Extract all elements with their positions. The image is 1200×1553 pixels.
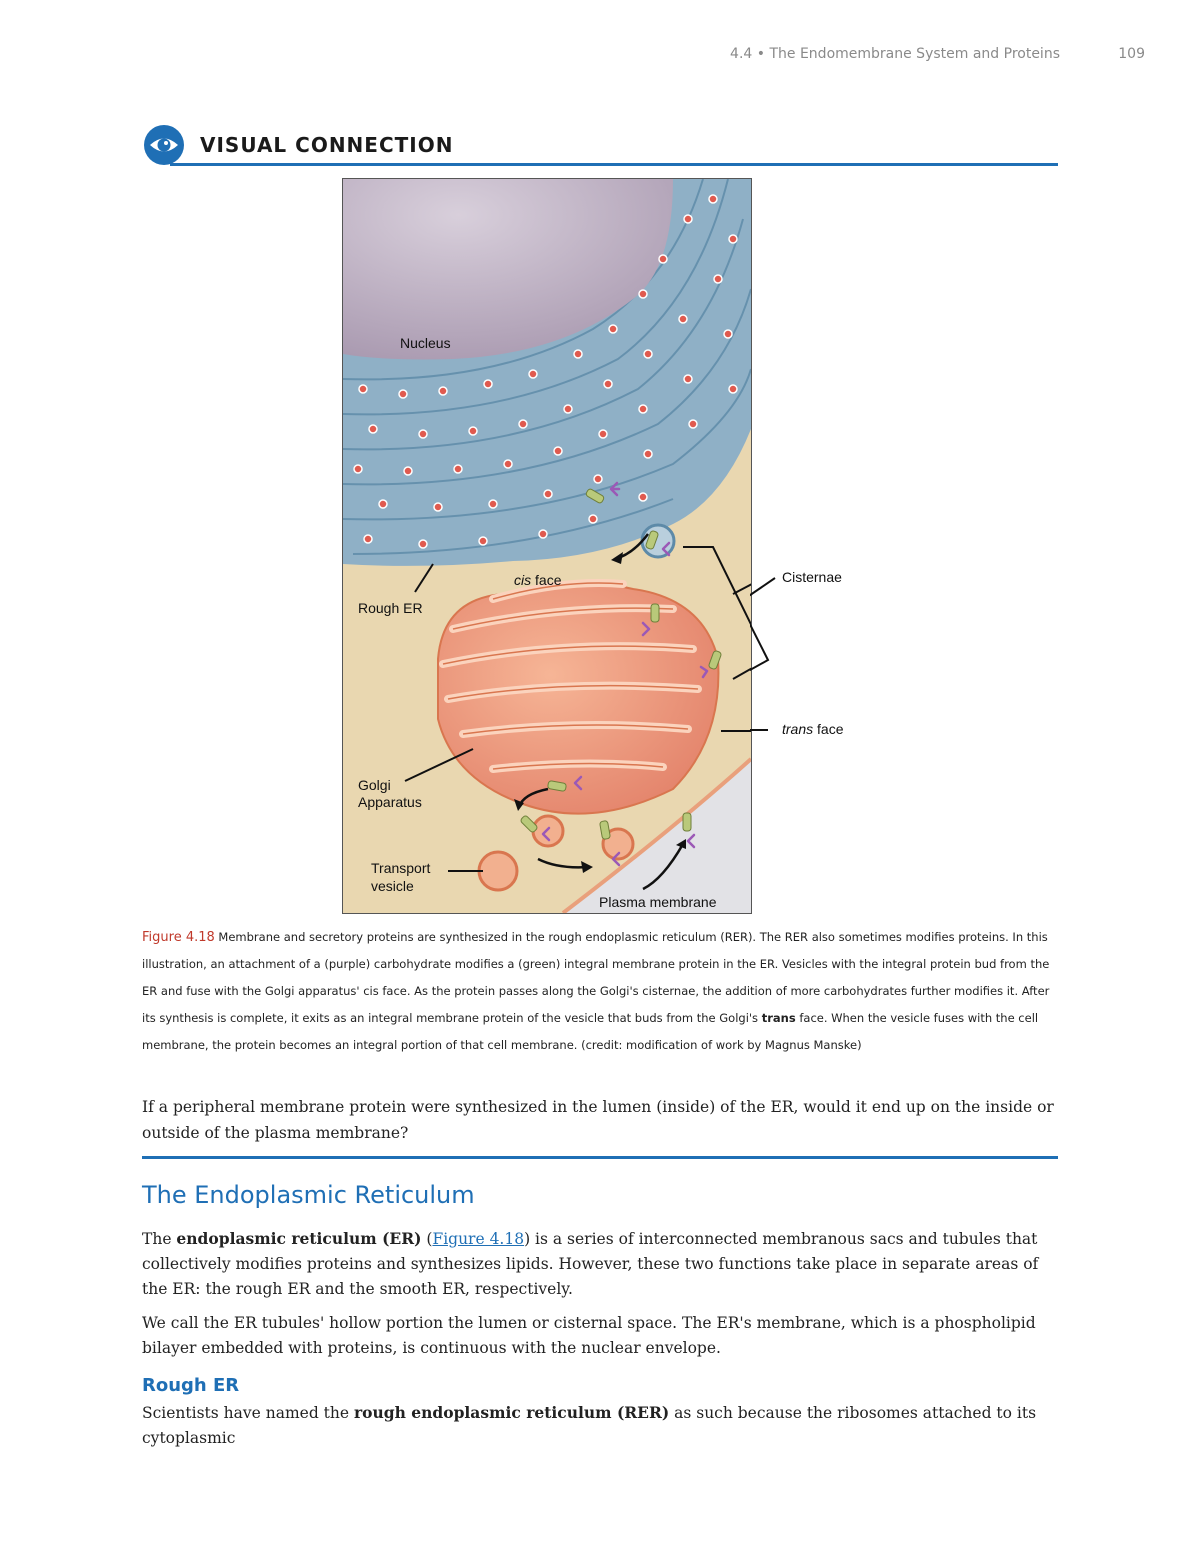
term-rough-er: rough endoplasmic reticulum (RER) xyxy=(354,1403,670,1422)
subsection-title: Rough ER xyxy=(142,1375,240,1396)
label-rough-er: Rough ER xyxy=(358,600,423,616)
figure-caption-trans: trans xyxy=(761,1011,796,1025)
running-title: 4.4 • The Endomembrane System and Protei… xyxy=(730,46,1060,62)
figure-link[interactable]: Figure 4.18 xyxy=(432,1230,525,1248)
figure-outside-labels: Cisternae trans face xyxy=(750,569,844,737)
label-plasma-membrane: Plasma membrane xyxy=(599,894,717,910)
term-endoplasmic-reticulum: endoplasmic reticulum (ER) xyxy=(176,1229,422,1248)
section-title: The Endoplasmic Reticulum xyxy=(142,1181,475,1209)
label-golgi-line1: Golgi xyxy=(358,777,391,793)
section-paragraph-2: We call the ER tubules' hollow portion t… xyxy=(142,1314,1036,1357)
label-transport-line2: vesicle xyxy=(371,878,414,894)
visual-connection-rule xyxy=(170,163,1058,166)
eye-icon xyxy=(144,125,184,165)
label-cisternae: Cisternae xyxy=(782,569,842,585)
label-transport-line1: Transport xyxy=(371,860,431,876)
visual-connection-title: VISUAL CONNECTION xyxy=(200,133,454,157)
section-paragraph-1: The endoplasmic reticulum (ER) (Figure 4… xyxy=(142,1229,1039,1298)
label-cis-face: cis face xyxy=(514,572,562,588)
figure-caption-text-2: face. When the vesicle fuses with the ce… xyxy=(142,1011,1039,1052)
visual-connection-header: VISUAL CONNECTION xyxy=(142,124,1058,166)
section-divider xyxy=(142,1156,1058,1159)
endomembrane-figure: Nucleus cis face Rough ER Golgi Apparatu… xyxy=(342,178,752,914)
ribosomes xyxy=(353,194,738,549)
subsection-paragraph-1: Scientists have named the rough endoplas… xyxy=(142,1403,1037,1447)
label-nucleus: Nucleus xyxy=(400,335,451,351)
label-trans-face: trans face xyxy=(782,721,844,737)
page-number: 109 xyxy=(1118,46,1145,62)
nucleus-shape xyxy=(343,179,673,360)
figure-caption: Figure 4.18 Membrane and secretory prote… xyxy=(142,924,1062,1059)
label-golgi-line2: Apparatus xyxy=(358,794,422,810)
visual-connection-question: If a peripheral membrane protein were sy… xyxy=(142,1098,1054,1142)
figure-caption-label: Figure 4.18 xyxy=(142,930,215,945)
endomembrane-illustration: Nucleus cis face Rough ER Golgi Apparatu… xyxy=(343,179,751,913)
figure-caption-text-1: Membrane and secretory proteins are synt… xyxy=(142,930,1050,1025)
